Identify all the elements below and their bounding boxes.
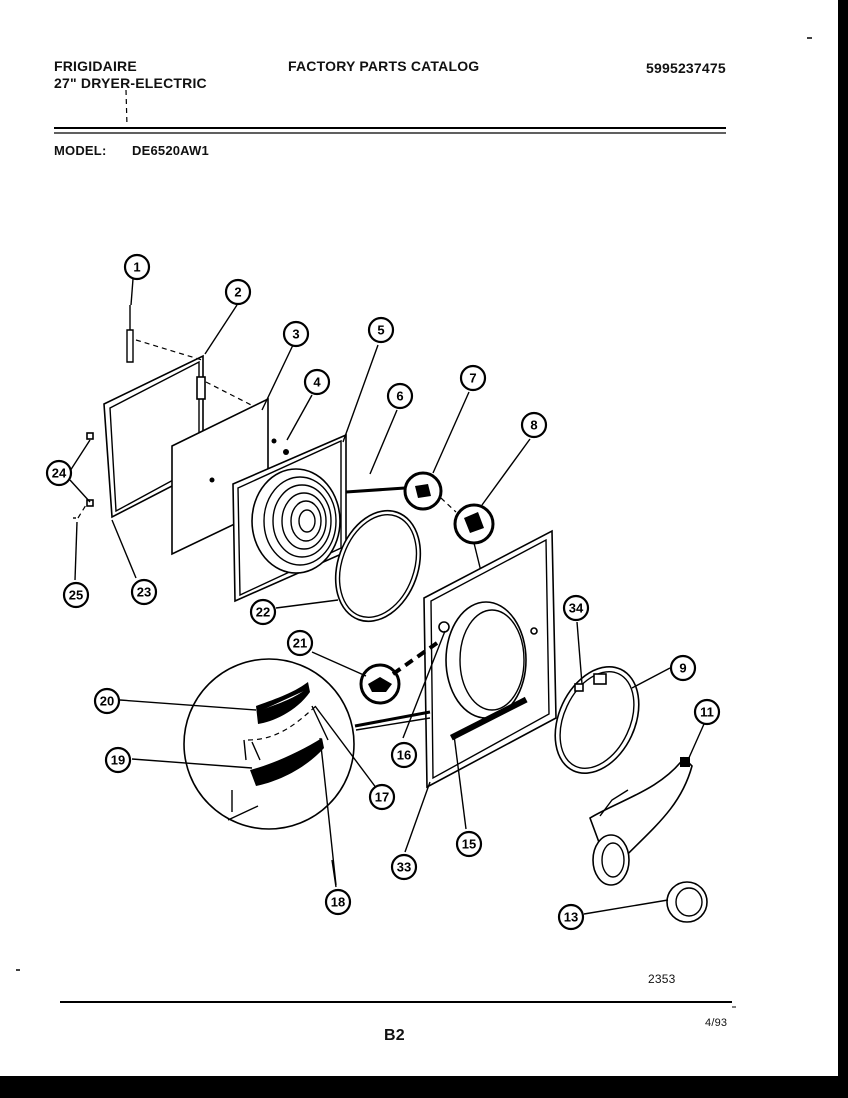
svg-text:25: 25 <box>69 588 83 603</box>
catalog-sheet: FRIGIDAIRE 27" DRYER-ELECTRIC FACTORY PA… <box>0 0 838 1076</box>
callout-16: 16 <box>390 741 418 769</box>
part-bearing-ring <box>554 665 640 775</box>
svg-text:24: 24 <box>52 466 67 481</box>
svg-text:22: 22 <box>256 605 270 620</box>
page-number: B2 <box>384 1027 405 1044</box>
model-label: MODEL: <box>54 143 107 158</box>
svg-text:5: 5 <box>377 323 384 338</box>
callout-4: 4 <box>303 368 331 396</box>
callout-15: 15 <box>455 830 483 858</box>
detail-inset <box>183 658 431 886</box>
callout-25: 25 <box>62 581 90 609</box>
callout-5: 5 <box>367 316 395 344</box>
part-switch <box>440 497 495 601</box>
callout-23: 23 <box>130 578 158 606</box>
svg-text:21: 21 <box>293 636 307 651</box>
part-duct-seal <box>666 881 708 923</box>
svg-text:11: 11 <box>700 705 714 720</box>
product-name: 27" DRYER-ELECTRIC <box>54 75 207 91</box>
callout-22: 22 <box>249 598 277 626</box>
callout-9: 9 <box>669 654 697 682</box>
callout-19: 19 <box>104 746 132 774</box>
drawing-number: 2353 <box>648 972 676 986</box>
svg-text:8: 8 <box>530 418 537 433</box>
callout-18: 18 <box>324 888 352 916</box>
svg-text:2: 2 <box>234 285 241 300</box>
part-main-panel <box>423 529 557 789</box>
callout-8: 8 <box>520 411 548 439</box>
svg-text:34: 34 <box>569 601 584 616</box>
callout-2: 2 <box>224 278 252 306</box>
callout-34: 34 <box>562 594 590 622</box>
callout-33: 33 <box>390 853 418 881</box>
part-seal-ring <box>334 509 422 623</box>
callout-20: 20 <box>93 687 121 715</box>
callout-13: 13 <box>557 903 585 931</box>
part-knob <box>345 471 443 511</box>
part-clips <box>73 432 94 519</box>
svg-text:1: 1 <box>133 260 140 275</box>
callout-6: 6 <box>386 382 414 410</box>
svg-text:13: 13 <box>564 910 578 925</box>
callout-1: 1 <box>123 253 151 281</box>
svg-text:9: 9 <box>679 661 686 676</box>
svg-text:23: 23 <box>137 585 151 600</box>
catalog-number: 5995237475 <box>646 60 726 76</box>
callout-24: 24 <box>45 459 73 487</box>
callout-11: 11 <box>693 698 721 726</box>
svg-text:3: 3 <box>292 327 299 342</box>
catalog-date: 4/93 <box>705 1017 728 1029</box>
svg-text:17: 17 <box>375 790 389 805</box>
callout-3: 3 <box>282 320 310 348</box>
callout-21: 21 <box>286 629 314 657</box>
exploded-parts-diagram: 1 2 3 4 5 6 7 8 9 11 13 15 16 17 18 19 2… <box>16 37 812 1008</box>
catalog-title: FACTORY PARTS CATALOG <box>288 58 480 74</box>
part-front-panel <box>232 433 347 603</box>
svg-text:4: 4 <box>313 375 321 390</box>
part-fitting <box>359 641 439 705</box>
callout-7: 7 <box>459 364 487 392</box>
svg-text:16: 16 <box>397 748 411 763</box>
leader-lines <box>69 278 705 915</box>
svg-text:19: 19 <box>111 753 125 768</box>
svg-text:20: 20 <box>100 694 114 709</box>
svg-text:18: 18 <box>331 895 345 910</box>
svg-text:7: 7 <box>469 371 476 386</box>
brand-name: FRIGIDAIRE <box>54 58 137 74</box>
callout-17: 17 <box>368 783 396 811</box>
svg-text:15: 15 <box>462 837 476 852</box>
model-value: DE6520AW1 <box>132 143 209 158</box>
header-tick <box>125 89 128 127</box>
part-duct <box>589 756 693 886</box>
svg-text:6: 6 <box>396 389 403 404</box>
svg-text:33: 33 <box>397 860 411 875</box>
